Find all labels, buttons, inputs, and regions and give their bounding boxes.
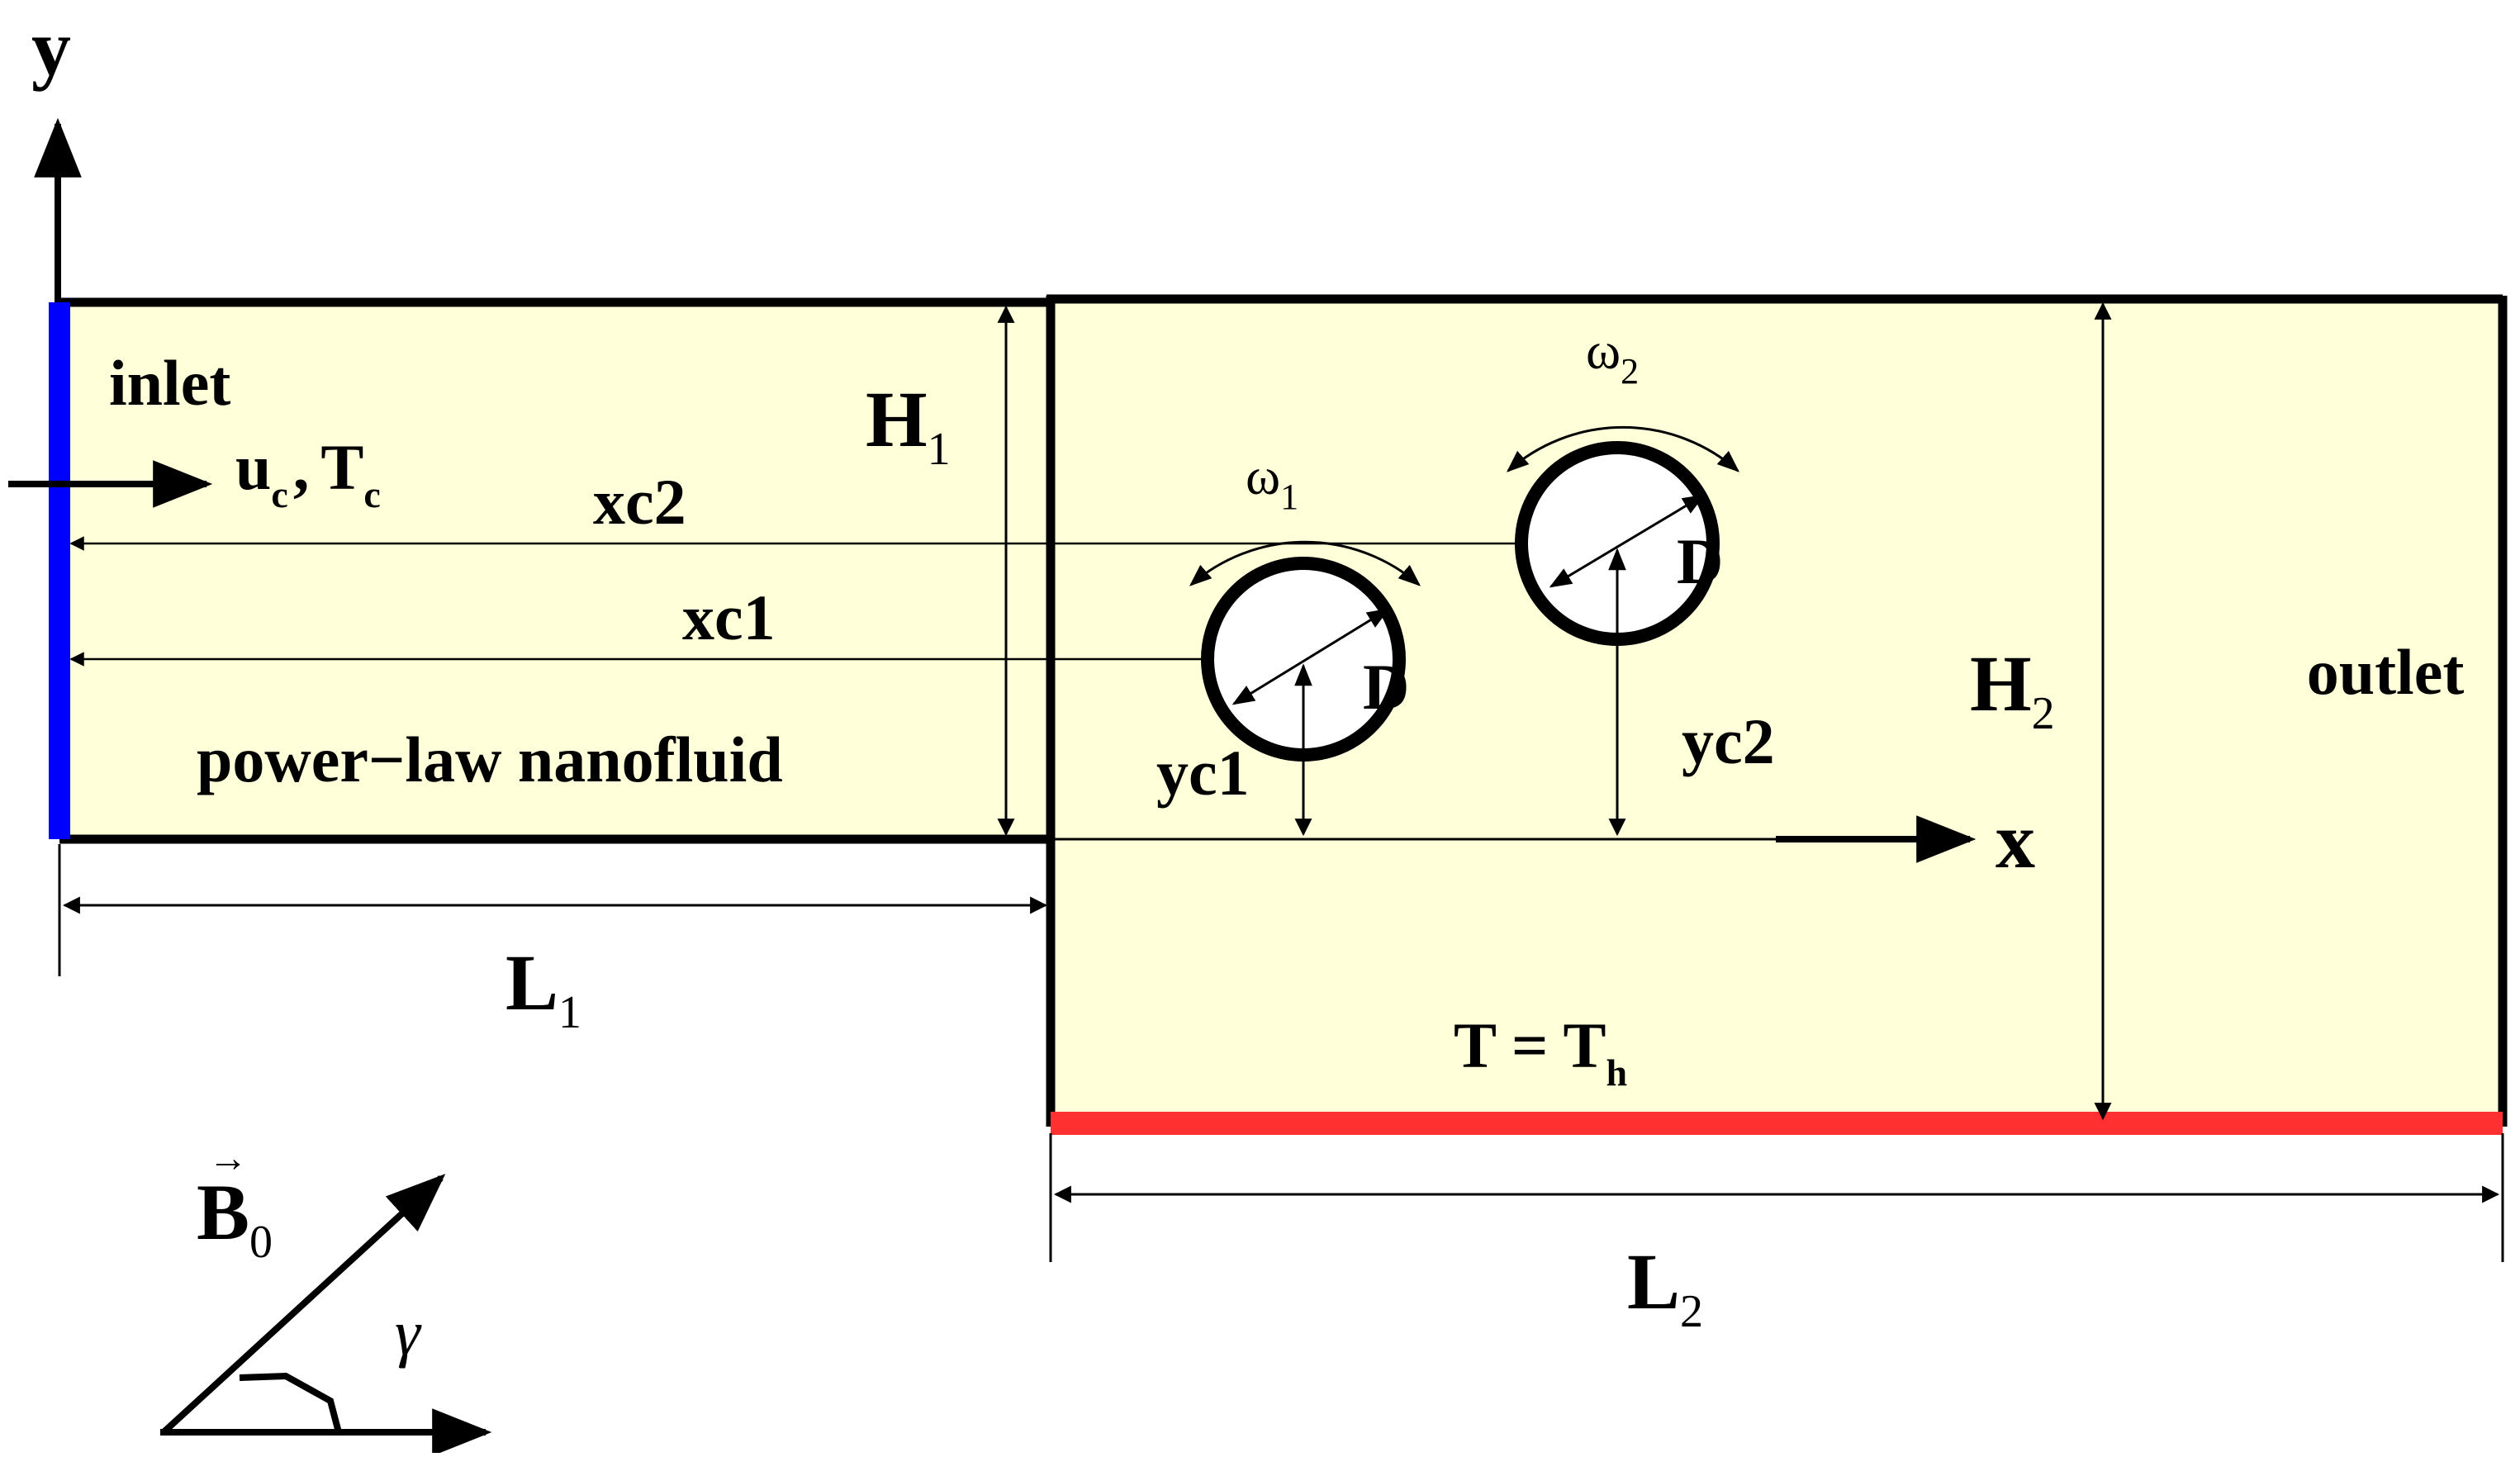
magnetic-field-vector-arrow: → (208, 1137, 248, 1180)
h1-label: H1 (866, 375, 951, 475)
cylinder-2-diameter (1549, 494, 1706, 588)
xc2-label: xc2 (593, 466, 686, 538)
omega1-label: ω1 (1246, 447, 1298, 517)
x-axis-label: x (1996, 796, 2035, 885)
cylinder-1: D yc1 ω1 (1156, 447, 1421, 837)
xc1-label: xc1 (682, 581, 776, 653)
l1-label: L1 (505, 938, 581, 1038)
cylinder-2: D yc2 ω2 (1506, 321, 1775, 837)
heated-wall-condition: T=Th (1454, 1009, 1627, 1094)
magnetic-field-arrow (161, 1174, 446, 1435)
cylinder-1-d-label: D (1363, 651, 1409, 723)
inlet-channel (59, 302, 1051, 839)
angle-gamma-label: γ (395, 1297, 422, 1369)
rotation-arrow-icon (1189, 540, 1421, 586)
magnetic-field-indicator: B0 → γ (160, 1137, 492, 1456)
y-axis-label: y (31, 3, 71, 92)
yc2-label: yc2 (1682, 705, 1775, 777)
inlet-velocity-label: uc,Tc (235, 431, 381, 515)
magnetic-field-label: B0 (197, 1168, 273, 1268)
rotation-arrow-icon (1506, 425, 1740, 472)
channel-walls (59, 294, 2508, 1127)
l2-label: L2 (1627, 1237, 1703, 1337)
omega2-label: ω2 (1586, 321, 1639, 392)
angle-arc (239, 1372, 342, 1434)
outlet-label: outlet (2307, 636, 2465, 708)
h2-label: H2 (1970, 639, 2055, 739)
fluid-label: power−law nanofluid (197, 724, 783, 795)
cylinder-1-diameter (1232, 608, 1390, 705)
inlet-label: inlet (109, 347, 230, 419)
cylinder-2-d-label: D (1677, 525, 1723, 597)
yc1-label: yc1 (1156, 737, 1250, 809)
